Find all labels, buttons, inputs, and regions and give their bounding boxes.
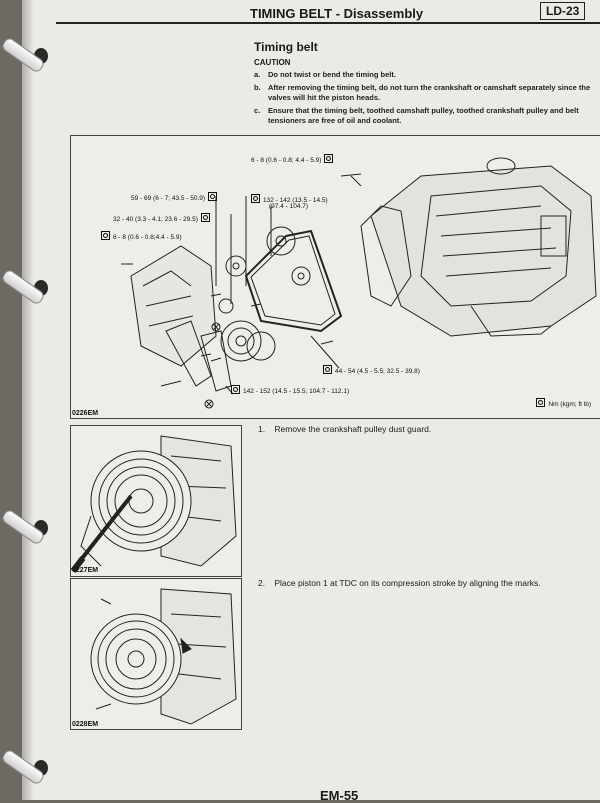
torque-value: 32 - 40 (3.3 - 4.1; 23.6 - 29.5) xyxy=(113,216,198,223)
torque-value: (97.4 - 104.7) xyxy=(269,203,309,210)
torque-icon xyxy=(536,398,546,407)
torque-icon xyxy=(324,154,334,163)
torque-label: 142 - 152 (14.5 - 15.5; 104.7 - 112.1) xyxy=(231,385,349,395)
caution-item: b. After removing the timing belt, do no… xyxy=(254,83,594,103)
caution-item: c. Ensure that the timing belt, toothed … xyxy=(254,106,594,126)
caution-text: Ensure that the timing belt, toothed cam… xyxy=(268,106,579,125)
figure-code: 0227EM xyxy=(72,567,99,574)
caution-letter: b. xyxy=(254,83,261,92)
step-number: 2. xyxy=(258,578,266,588)
torque-icon xyxy=(200,213,210,222)
torque-label: 59 - 69 (6 - 7; 43.5 - 50.9) xyxy=(131,192,220,202)
procedure-step: 1. Remove the crankshaft pulley dust gua… xyxy=(258,424,431,434)
header-section-code: LD-23 xyxy=(540,2,586,20)
tdc-alignment-figure xyxy=(70,578,242,730)
procedure-step: 2. Place piston 1 at TDC on its compress… xyxy=(258,578,541,588)
torque-value: 44 - 54 (4.5 - 5.5; 32.5 - 39.8) xyxy=(335,368,420,375)
step-number: 1. xyxy=(258,424,266,434)
header-rule xyxy=(56,10,600,24)
torque-label: 32 - 40 (3.3 - 4.1; 23.6 - 29.5) xyxy=(113,213,213,223)
caution-letter: c. xyxy=(254,106,261,115)
caution-letter: a. xyxy=(254,70,261,79)
section-title: Timing belt xyxy=(254,40,318,54)
caution-list: a. Do not twist or bend the timing belt.… xyxy=(254,70,594,129)
caution-text: Do not twist or bend the timing belt. xyxy=(268,70,396,79)
exploded-view-drawing xyxy=(121,157,597,409)
torque-icon xyxy=(231,385,240,394)
torque-value: 6 - 8 (0.6 - 0.8; 4.4 - 5.9) xyxy=(251,157,322,164)
units-text: Nm (kgm; ft lb) xyxy=(548,401,591,408)
torque-value: 6 - 8 (0.6 - 0.8;4.4 - 5.9) xyxy=(113,234,182,241)
header-title: TIMING BELT - Disassembly xyxy=(250,6,424,21)
torque-value: 142 - 152 (14.5 - 15.5; 104.7 - 112.1) xyxy=(243,388,350,395)
torque-label: (97.4 - 104.7) xyxy=(269,203,308,210)
torque-label: 132 - 142 (13.5 - 14.5) xyxy=(251,194,328,204)
caution-item: a. Do not twist or bend the timing belt. xyxy=(254,70,594,80)
caution-text: After removing the timing belt, do not t… xyxy=(268,83,591,102)
step-text: Remove the crankshaft pulley dust guard. xyxy=(274,424,432,434)
torque-value: 59 - 69 (6 - 7; 43.5 - 50.9) xyxy=(131,195,206,202)
torque-icon xyxy=(101,231,110,240)
torque-icon xyxy=(251,194,260,203)
torque-label: 44 - 54 (4.5 - 5.5; 32.5 - 39.8) xyxy=(323,365,420,375)
figure-code: 0226EM xyxy=(72,410,99,417)
page-number: EM-55 xyxy=(320,788,359,803)
figure-code: 0228EM xyxy=(72,721,99,728)
torque-label: 6 - 8 (0.6 - 0.8; 4.4 - 5.9) xyxy=(251,154,336,164)
torque-value: 132 - 142 (13.5 - 14.5) xyxy=(263,197,328,204)
torque-icon xyxy=(323,365,332,374)
torque-label: 6 - 8 (0.6 - 0.8;4.4 - 5.9) xyxy=(101,231,182,241)
tdc-mark-drawing xyxy=(90,588,237,725)
dust-guard-removal-figure xyxy=(70,425,242,577)
timing-belt-exploded-diagram: 6 - 8 (0.6 - 0.8; 4.4 - 5.9) 59 - 69 (6 … xyxy=(70,135,600,419)
units-legend: Nm (kgm; ft lb) xyxy=(536,398,591,408)
caution-label: CAUTION xyxy=(254,58,291,67)
step-text: Place piston 1 at TDC on its compression… xyxy=(274,578,541,588)
torque-icon xyxy=(208,192,218,201)
page-edge-shadow xyxy=(22,0,34,800)
crankshaft-pulley-drawing xyxy=(70,435,237,573)
